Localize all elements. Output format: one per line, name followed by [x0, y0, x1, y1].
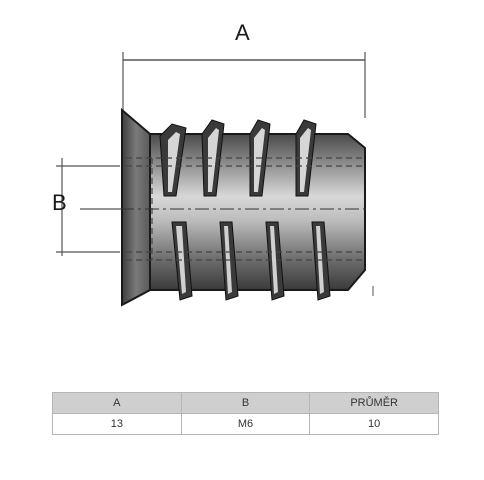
upper-thread-highlights [168, 128, 311, 192]
spec-table: A B PRŮMĚR 13 M6 10 [52, 392, 439, 435]
spec-table-header-row: A B PRŮMĚR [52, 392, 439, 414]
dimension-b-label: B [52, 190, 67, 215]
insert-svg [56, 52, 374, 307]
dimension-a-label: A [235, 20, 250, 45]
insert-body [120, 107, 374, 307]
header-b: B [180, 392, 311, 414]
value-diameter: 10 [309, 413, 439, 435]
value-b: M6 [180, 413, 311, 435]
threaded-insert-drawing: A B [52, 20, 374, 307]
dimension-a [122, 52, 366, 118]
table-row: 13 M6 10 [52, 413, 439, 435]
dimension-b [56, 158, 120, 256]
value-a: 13 [52, 413, 182, 435]
header-a: A [52, 392, 182, 414]
header-diameter: PRŮMĚR [309, 392, 439, 414]
